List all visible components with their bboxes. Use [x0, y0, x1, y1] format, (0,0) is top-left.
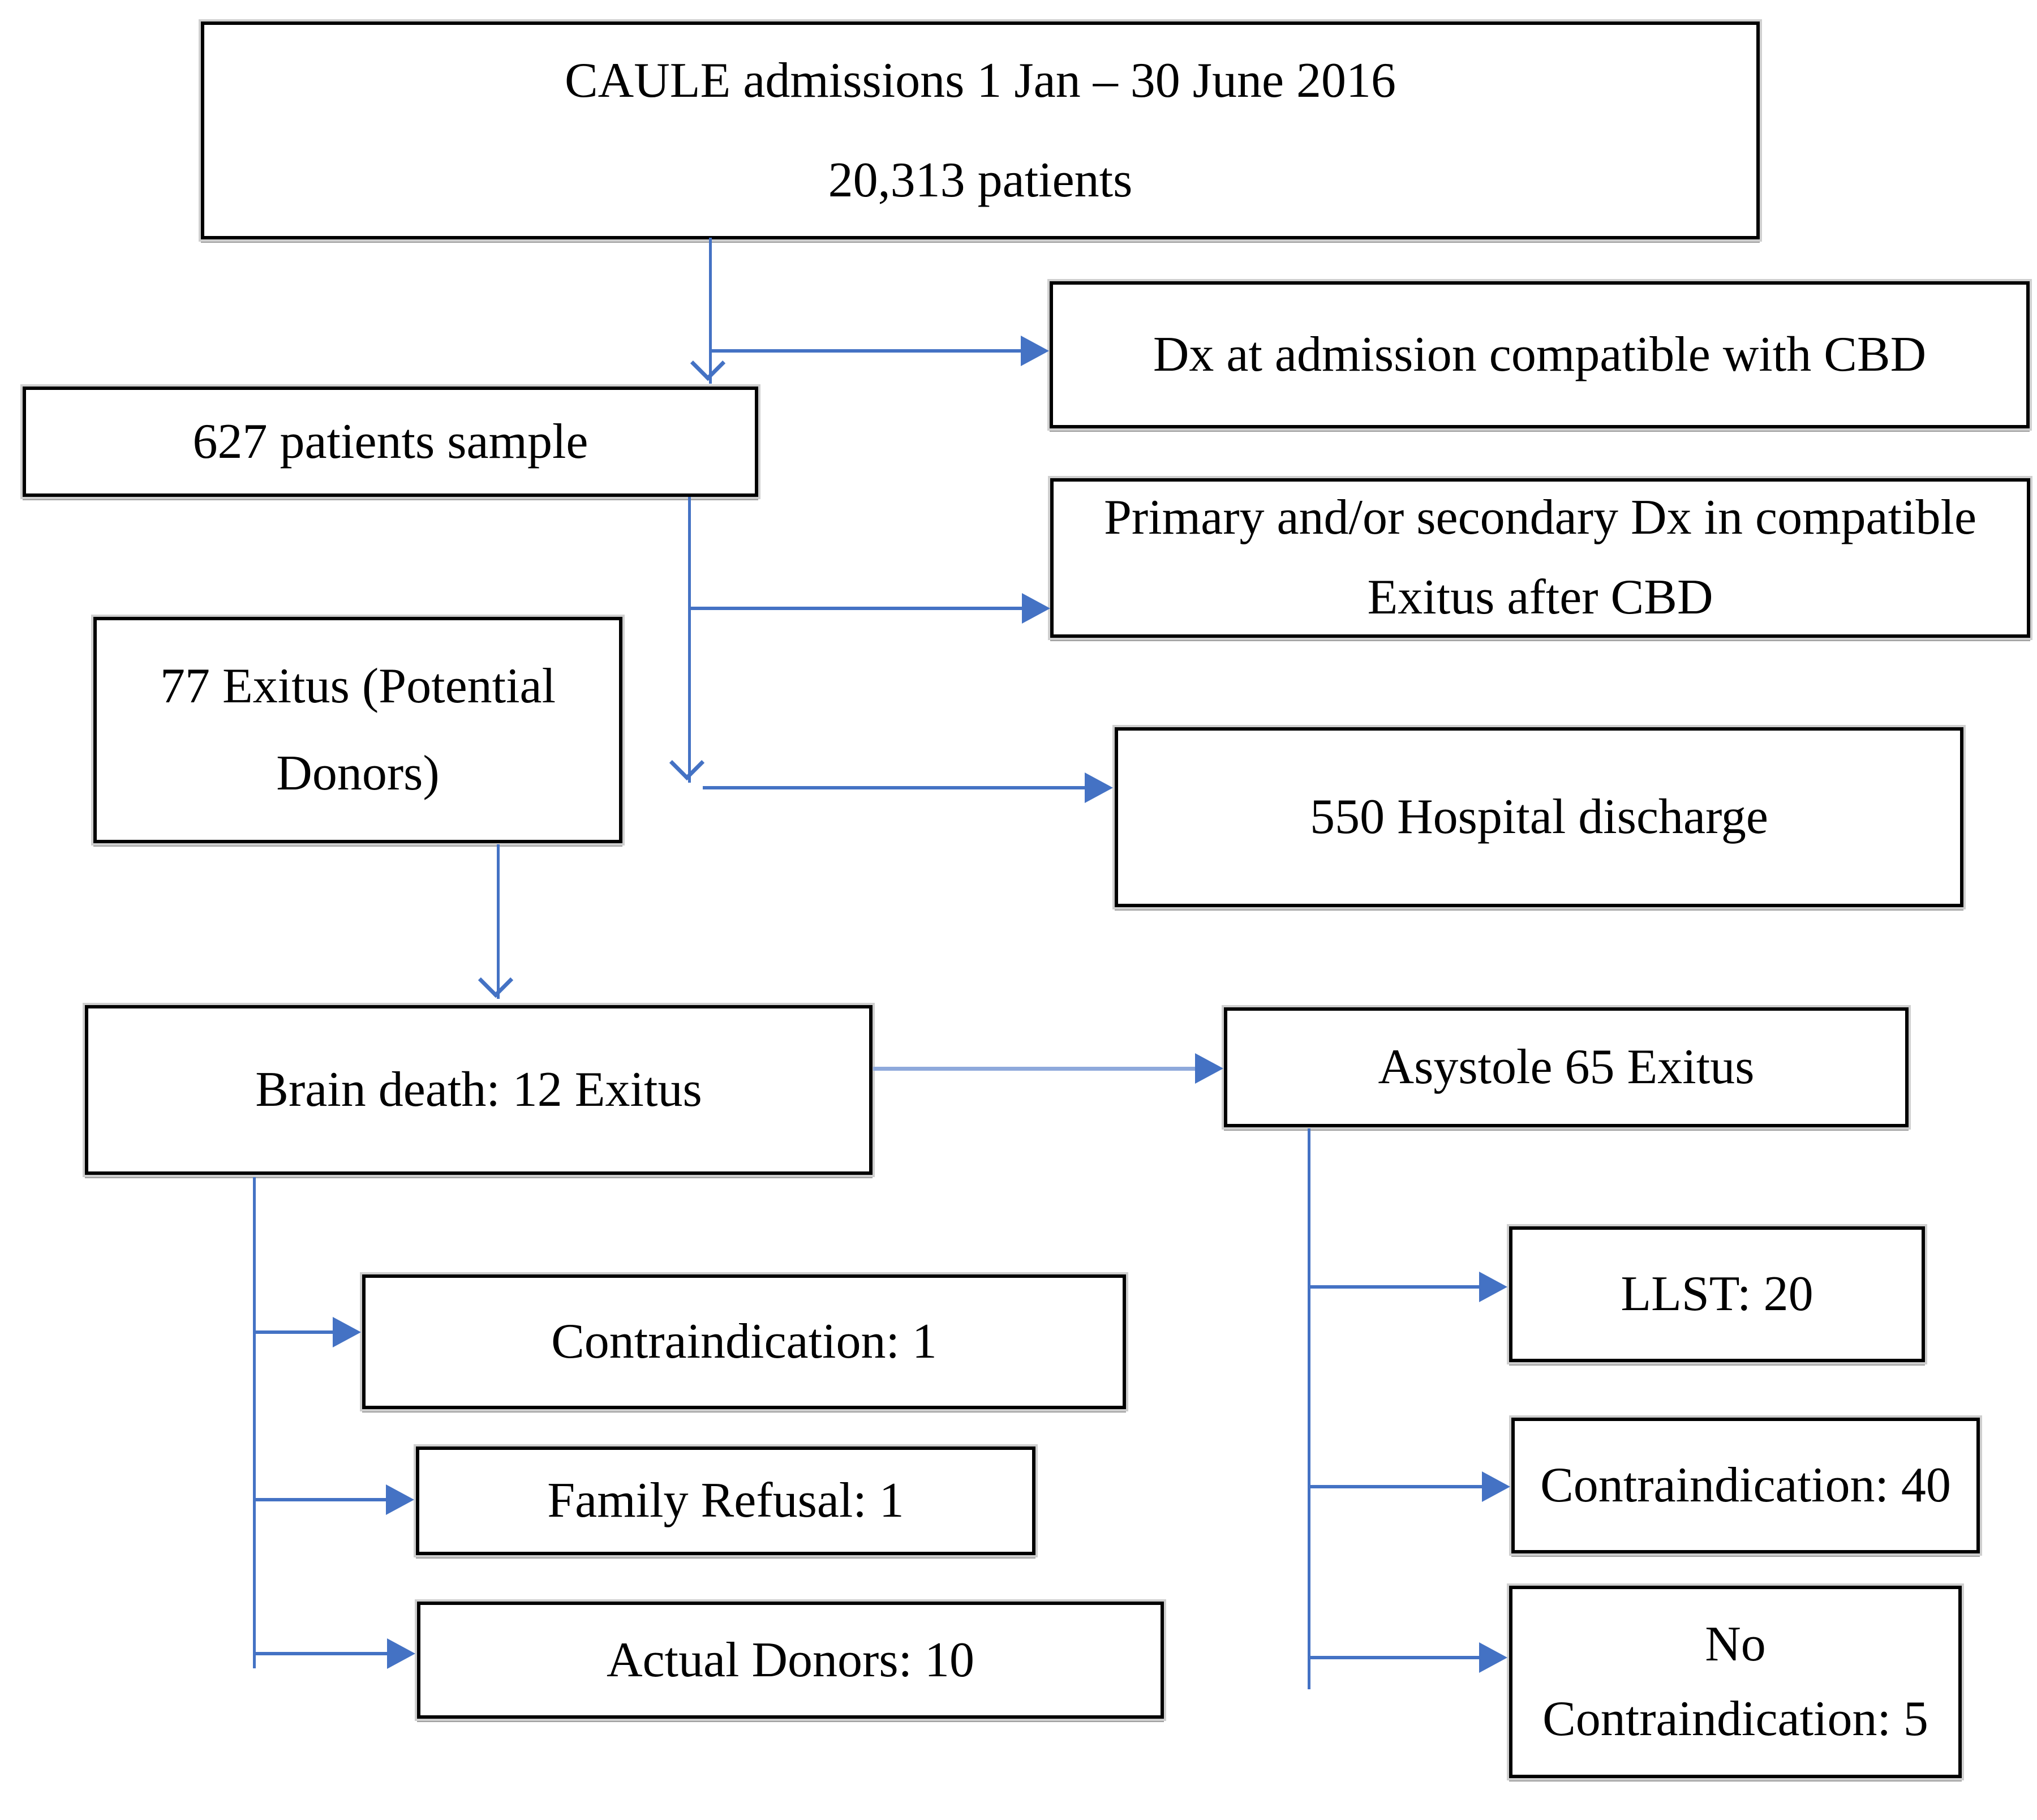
box-contraindication-bd-line1: Contraindication: 1 [551, 1314, 937, 1369]
box-asystole-line1: Asystole 65 Exitus [1378, 1040, 1755, 1094]
box-primary-secondary: Primary and/or secondary Dx in compatibl… [1048, 476, 2032, 640]
connector-branch-primary-secondary-line [690, 607, 1022, 610]
box-admissions-line1: CAULE admissions 1 Jan – 30 June 2016 [564, 53, 1396, 108]
arrowhead-right-llst [1479, 1272, 1507, 1302]
arrowhead-right-primary-secondary [1022, 593, 1050, 624]
box-llst: LLST: 20 [1507, 1224, 1927, 1364]
arrowhead-right-discharge [1085, 772, 1113, 803]
connector-branch-contraindication-dcd-line [1309, 1485, 1482, 1488]
connector-branch-discharge-line [703, 786, 1085, 789]
connector-exitus-brain-death-line [497, 844, 500, 999]
box-llst-line1: LLST: 20 [1621, 1267, 1813, 1321]
box-admissions-line2: 20,313 patients [828, 152, 1133, 208]
box-brain-death-line1: Brain death: 12 Exitus [255, 1062, 702, 1117]
box-exitus-potential-line1: 77 Exitus (Potential [160, 659, 556, 714]
box-dx-admission-line1: Dx at admission compatible with CBD [1153, 327, 1927, 382]
box-family-refusal: Family Refusal: 1 [414, 1444, 1038, 1557]
connector-branch-no-contraindication-line [1309, 1656, 1479, 1659]
box-actual-donors-line1: Actual Donors: 10 [606, 1632, 975, 1688]
connector-brain-death-stem [253, 1177, 256, 1668]
arrowhead-right-dx-admission [1021, 336, 1049, 366]
box-discharge: 550 Hospital discharge [1112, 725, 1966, 909]
box-discharge-line1: 550 Hospital discharge [1310, 789, 1768, 844]
arrowhead-right-asystole [1195, 1053, 1223, 1084]
arrowhead-down-brain-death [478, 962, 514, 998]
connector-branch-llst-line [1309, 1285, 1479, 1289]
box-dx-admission: Dx at admission compatible with CBD [1047, 279, 2032, 431]
box-exitus-potential: 77 Exitus (Potential Donors) [91, 615, 625, 845]
box-primary-secondary-line2: Exitus after CBD [1367, 570, 1713, 625]
box-no-contraindication: No Contraindication: 5 [1507, 1583, 1964, 1780]
arrowhead-right-contraindication-dcd [1482, 1471, 1510, 1502]
connector-asystole-stem [1308, 1128, 1310, 1689]
box-sample-line1: 627 patients sample [192, 414, 588, 469]
connector-branch-contraindication-bd-line [255, 1330, 334, 1334]
connector-branch-family-refusal-line [255, 1498, 386, 1501]
arrowhead-right-family-refusal [386, 1484, 414, 1515]
box-exitus-potential-line2: Donors) [276, 746, 440, 801]
arrowhead-right-contraindication-bd [333, 1317, 361, 1347]
box-no-contraindication-line1: No [1705, 1617, 1766, 1672]
connector-branch-actual-donors-line [255, 1652, 387, 1655]
box-family-refusal-line1: Family Refusal: 1 [547, 1473, 904, 1528]
connector-sample-down-line [688, 497, 691, 783]
box-contraindication-dcd: Contraindication: 40 [1509, 1415, 1982, 1556]
box-brain-death: Brain death: 12 Exitus [83, 1003, 875, 1177]
connector-brain-death-asystole-line [873, 1067, 1195, 1071]
box-actual-donors: Actual Donors: 10 [415, 1599, 1166, 1721]
connector-branch-dx-admission-line [712, 349, 1021, 353]
box-no-contraindication-line2: Contraindication: 5 [1542, 1692, 1928, 1746]
box-contraindication-bd: Contraindication: 1 [360, 1272, 1128, 1411]
box-sample: 627 patients sample [20, 384, 760, 499]
box-contraindication-dcd-line1: Contraindication: 40 [1540, 1458, 1951, 1513]
connector-admissions-sample-line [709, 238, 712, 384]
box-primary-secondary-line1: Primary and/or secondary Dx in compatibl… [1103, 490, 1977, 546]
arrowhead-right-actual-donors [387, 1638, 415, 1669]
arrowhead-right-no-contraindication [1479, 1642, 1507, 1673]
box-admissions: CAULE admissions 1 Jan – 30 June 2016 20… [199, 19, 1762, 242]
arrowhead-down-discharge-junction [669, 745, 705, 781]
box-asystole: Asystole 65 Exitus [1222, 1005, 1911, 1130]
